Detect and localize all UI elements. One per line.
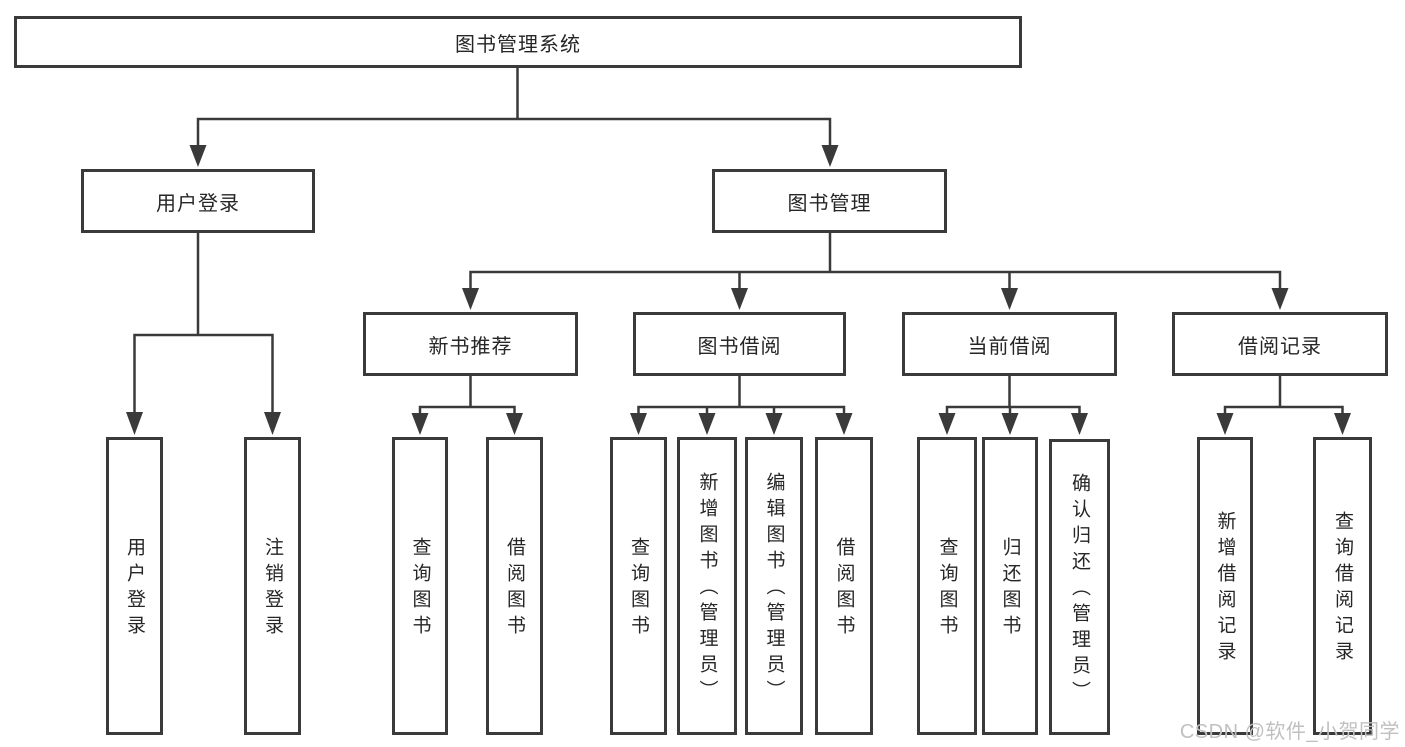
arrowhead — [938, 413, 956, 435]
arrowhead — [698, 413, 716, 435]
arrowhead — [1216, 413, 1234, 435]
arrowhead — [189, 145, 207, 167]
node-label: 用户登录 — [156, 192, 240, 215]
arrowhead — [835, 413, 853, 435]
node-user-login: 用户登录 — [81, 169, 315, 233]
leaf-label: 归还图书 — [999, 537, 1021, 641]
node-label: 新书推荐 — [428, 335, 513, 358]
node-label: 图书管理系统 — [455, 33, 581, 56]
leaf-borrow-books-recommend: 借阅图书 — [486, 437, 543, 735]
leaf-label: 借阅图书 — [833, 537, 855, 641]
leaf-label: 查询图书 — [409, 537, 431, 641]
leaf-label: 查询图书 — [936, 537, 958, 641]
leaf-label: 新增图书（管理员） — [696, 472, 718, 706]
node-label: 当前借阅 — [967, 335, 1052, 358]
watermark-text: CSDN @软件_小贺同学 — [1179, 721, 1400, 743]
node-new-book-recommend: 新书推荐 — [363, 312, 578, 376]
arrowhead — [1001, 413, 1019, 435]
node-book-management: 图书管理 — [712, 169, 947, 233]
leaf-label: 新增借阅记录 — [1214, 511, 1236, 667]
leaf-label: 用户登录 — [124, 537, 145, 641]
node-label: 图书借阅 — [697, 335, 782, 358]
arrowhead — [126, 412, 143, 435]
leaf-borrow-books: 借阅图书 — [815, 437, 873, 735]
node-label: 图书管理 — [787, 192, 872, 215]
arrowhead — [731, 288, 748, 310]
leaf-edit-book-admin: 编辑图书（管理员） — [745, 437, 803, 735]
arrowhead — [462, 288, 479, 310]
node-current-borrow: 当前借阅 — [902, 312, 1117, 376]
leaf-confirm-return-admin: 确认归还（管理员） — [1049, 439, 1110, 735]
leaf-add-book-admin: 新增图书（管理员） — [677, 437, 737, 735]
leaf-label: 确认归还（管理员） — [1069, 473, 1090, 707]
leaf-return-book: 归还图书 — [982, 437, 1038, 735]
leaf-label: 查询图书 — [628, 537, 649, 641]
leaf-user-login: 用户登录 — [106, 437, 163, 735]
connector-line — [945, 376, 1081, 415]
node-book-borrow: 图书借阅 — [633, 312, 846, 376]
leaf-query-books-borrow: 查询图书 — [610, 437, 667, 735]
connector-line — [133, 233, 274, 414]
arrowhead — [264, 412, 281, 435]
arrowhead — [630, 413, 647, 435]
leaf-query-books-current: 查询图书 — [917, 437, 977, 735]
arrowhead — [765, 413, 783, 435]
node-library-management-system: 图书管理系统 — [14, 16, 1022, 68]
arrowhead — [1271, 288, 1289, 310]
leaf-label: 编辑图书（管理员） — [763, 472, 785, 706]
node-label: 借阅记录 — [1238, 335, 1322, 358]
leaf-label: 注销登录 — [262, 537, 283, 641]
leaf-query-books-recommend: 查询图书 — [392, 437, 448, 735]
leaf-query-borrow-record: 查询借阅记录 — [1313, 437, 1372, 735]
arrowhead — [506, 413, 523, 435]
arrowhead — [821, 145, 839, 167]
arrowhead — [1001, 288, 1018, 310]
leaf-add-borrow-record: 新增借阅记录 — [1197, 437, 1253, 735]
node-borrow-records: 借阅记录 — [1172, 312, 1388, 376]
leaf-logout: 注销登录 — [244, 437, 301, 735]
arrowhead — [1334, 413, 1351, 435]
arrowhead — [1071, 413, 1088, 435]
connector-line — [637, 376, 846, 415]
connector-line — [418, 376, 516, 415]
leaf-label: 查询借阅记录 — [1332, 511, 1353, 667]
leaf-label: 借阅图书 — [504, 537, 525, 641]
connector-line — [469, 233, 1282, 290]
connector-line — [196, 68, 832, 147]
arrowhead — [411, 413, 429, 435]
connector-line — [1223, 376, 1344, 415]
